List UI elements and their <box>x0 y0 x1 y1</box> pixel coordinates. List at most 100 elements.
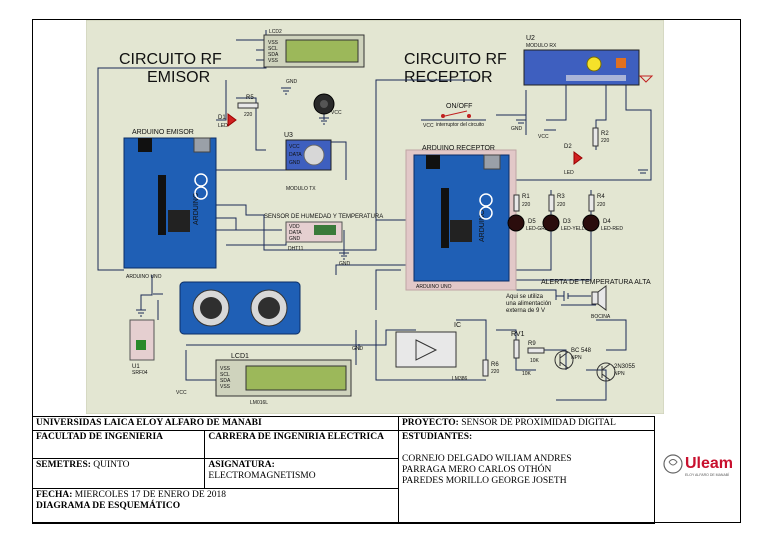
resistor-r3: R3 220 <box>548 194 566 212</box>
rv1-value: 10K <box>522 371 532 377</box>
gnd-label-ic: GND <box>352 346 364 352</box>
arduino-receptor-logo: ARDUINO <box>479 209 486 242</box>
lcd1-pin-4: VSS <box>220 384 231 390</box>
r6-value: 220 <box>491 369 500 375</box>
u2-sub: MODULO RX <box>526 43 557 49</box>
r4-value: 220 <box>597 202 606 208</box>
dht11-sensor: SENSOR DE HUMEDAD Y TEMPERATURA VDD DATA… <box>264 214 383 252</box>
u1-label: U1 <box>132 364 140 370</box>
switch-sub: interruptor del circuito <box>436 122 484 128</box>
date-label: FECHA: <box>36 490 73 500</box>
bocina-label: BOCINA <box>591 314 611 320</box>
arduino-receptor-sub: ARDUINO UNO <box>416 284 452 290</box>
r2-label: R2 <box>601 131 609 137</box>
note-line3: externa de 9 V <box>506 308 545 314</box>
module-u1: U1 SRF04 <box>129 319 155 376</box>
resistor-r1: R1 220 <box>513 194 531 212</box>
bc548-label: BC 548 <box>571 348 592 354</box>
antenna-icon <box>638 75 654 83</box>
lcd1-pin-1: VSS <box>220 366 231 372</box>
subject-label: ASIGNATURA: <box>208 460 275 470</box>
u3-sub: MODULO TX <box>286 186 316 192</box>
led-d1: D1 LED <box>218 113 237 129</box>
rf-receiver-u2: U2 MODULO RX <box>523 35 640 86</box>
r3-value: 220 <box>557 202 566 208</box>
rf-transmitter-u3: U3 VCC DATA GND MODULO TX <box>284 132 332 192</box>
2n3055-type: NPN <box>614 371 625 377</box>
gnd-label-dht: GND <box>339 261 351 267</box>
receiver-title-line2: RECEPTOR <box>404 69 493 86</box>
r3-label: R3 <box>557 194 565 200</box>
gnd-label-switch: GND <box>511 126 523 132</box>
r2-value: 220 <box>601 138 610 144</box>
arduino-emisor-logo: ARDUINO <box>193 192 200 225</box>
onoff-switch: ON/OFF interruptor del circuito <box>436 103 484 128</box>
d3-label: D3 <box>563 219 571 225</box>
potentiometer-rv1: RV1 10K <box>511 331 532 377</box>
led-d2: D2 LED <box>564 144 583 176</box>
d1-sub: LED <box>218 123 228 129</box>
r5-value: 220 <box>244 112 253 118</box>
battery-9v <box>556 291 591 301</box>
arduino-receptor-label: ARDUINO RECEPTOR <box>422 145 495 152</box>
lcd2-pin-2: SCL <box>268 46 278 52</box>
vcc-label-switch: VCC <box>423 123 434 129</box>
dht-pin-vdd: VDD <box>289 224 300 230</box>
ic-label: IC <box>454 322 461 329</box>
ic-name: LM386 <box>452 376 468 382</box>
resistor-r5: R5 220 <box>237 95 259 118</box>
title-block-right: PROYECTO: SENSOR DE PROXIMIDAD DIGITAL E… <box>398 416 655 524</box>
resistor-r4: R4 220 <box>588 194 606 212</box>
diagram-label: DIAGRAMA DE ESQUEMÁTICO <box>36 501 181 511</box>
lcd2-display: LCD2 VSS SCL SDA VSS <box>263 29 365 68</box>
r1-value: 220 <box>522 202 531 208</box>
career-name: CARRERA DE INGENIRIA ELECTRICA <box>208 432 384 442</box>
student-2: PARRAGA MERO CARLOS OTHÓN <box>402 465 552 475</box>
note-line1: Aqui se utiliza <box>506 294 544 300</box>
gnd-label-top: GND <box>286 79 298 85</box>
r5-label: R5 <box>246 95 254 101</box>
dht-pin-gnd: GND <box>289 236 301 242</box>
led-d5: D5 LED-GREEN <box>507 214 556 232</box>
2n3055-label: 2N3055 <box>614 364 636 370</box>
ic-lm386: IC LM386 <box>395 322 468 382</box>
emitter-title-line1: CIRCUITO RF <box>119 51 222 68</box>
ground-symbols <box>136 87 648 352</box>
vcc-label-d2: VCC <box>538 134 549 140</box>
d2-sub: LED <box>564 170 574 176</box>
d4-sub: LED-RED <box>601 226 623 232</box>
arduino-emisor-sub: ARDUINO UNO <box>126 274 162 280</box>
r6-label: R6 <box>491 362 499 368</box>
rv1-label: RV1 <box>511 331 525 338</box>
schematic-diagram: CIRCUITO RF EMISOR CIRCUITO RF RECEPTOR <box>86 20 664 414</box>
d1-label: D1 <box>218 115 226 121</box>
uleam-logo-text: Uleam <box>685 455 733 472</box>
note-line2: una alimentación <box>506 301 551 307</box>
d4-label: D4 <box>603 219 611 225</box>
d3-sub: LED-YELLOW <box>561 226 594 232</box>
buzzer <box>313 93 335 115</box>
students-label: ESTUDIANTES: <box>402 432 473 442</box>
uleam-logo-box: Uleam ELOY ALFARO DE MANABÍ <box>654 416 741 523</box>
speaker-bocina: BOCINA <box>591 285 611 320</box>
project-label: PROYECTO: <box>402 418 459 428</box>
alert-label: ALERTA DE TEMPERATURA ALTA <box>541 279 651 286</box>
faculty-name: FACULTAD DE INGENIERIA <box>36 432 164 442</box>
d5-sub: LED-GREEN <box>526 226 556 232</box>
lcd1-pin-3: SDA <box>220 378 231 384</box>
subject-value: ELECTROMAGNETISMO <box>208 471 316 481</box>
u1-sub: SRF04 <box>132 370 148 376</box>
u3-pin-vcc: VCC <box>289 144 300 150</box>
resistor-r6: R6 220 <box>482 359 500 377</box>
u2-label: U2 <box>526 35 535 42</box>
d5-label: D5 <box>528 219 536 225</box>
u3-pin-data: DATA <box>289 152 302 158</box>
transistor-2n3055: 2N3055 NPN <box>596 362 636 382</box>
arduino-emisor-label: ARDUINO EMISOR <box>132 129 194 136</box>
u3-label: U3 <box>284 132 293 139</box>
student-3: PAREDES MORILLO GEORGE JOSETH <box>402 476 567 486</box>
u3-pin-gnd: GND <box>289 160 301 166</box>
student-1: CORNEJO DELGADO WILIAM ANDRES <box>402 454 572 464</box>
sensor-label: SENSOR DE HUMEDAD Y TEMPERATURA <box>264 214 383 220</box>
semester-value: QUINTO <box>93 460 130 470</box>
